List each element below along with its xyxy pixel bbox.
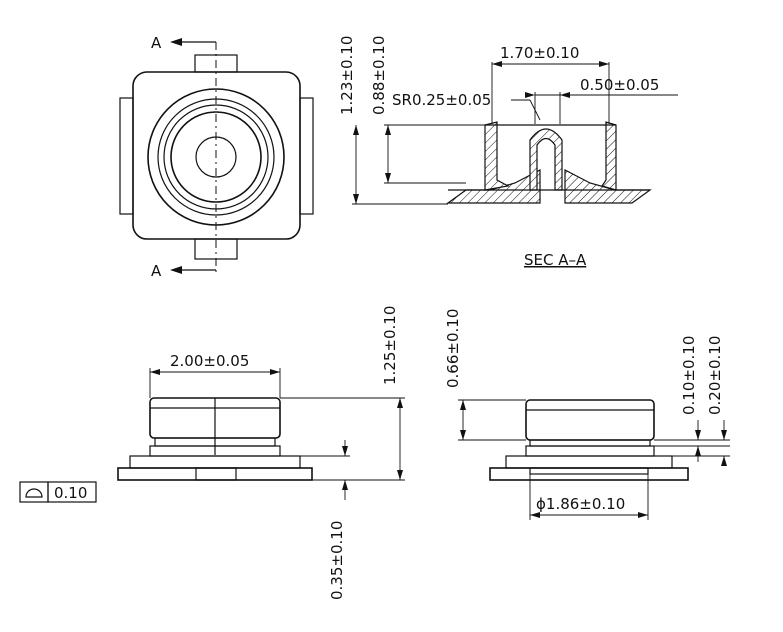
dim-overall-height-section: 1.23±0.10 [338,36,356,115]
flatness-tolerance-frame: 0.10 [19,481,97,503]
dim-step-small-side: 0.10±0.10 [680,336,698,415]
front-view: 2.00±0.05 1.25±0.10 0.35±0.10 0.10 [19,306,405,600]
dim-base-diameter-side: ϕ1.86±0.10 [536,495,625,513]
dim-bend-radius: SR0.25±0.05 [392,91,491,109]
section-arrow-label-bottom: A [151,262,162,280]
dim-step-large-side: 0.20±0.10 [706,336,724,415]
section-arrow-label-top: A [151,34,162,52]
section-view: 1.70±0.10 0.50±0.05 SR0.25±0.05 1.23±0.1… [338,36,678,269]
dim-wall-width: 0.50±0.05 [580,76,659,94]
side-view: 0.66±0.10 0.10±0.10 0.20±0.10 ϕ1.86±0.10 [444,309,730,520]
section-caption: SEC A–A [524,251,587,269]
dim-overall-height-front: 1.25±0.10 [381,306,399,385]
flatness-value: 0.10 [54,484,87,502]
flatness-symbol-icon [25,488,43,498]
dim-inner-height-section: 0.88±0.10 [370,36,388,115]
dim-body-width-front: 2.00±0.05 [170,352,249,370]
dim-base-height-front: 0.35±0.10 [328,521,346,600]
dim-cap-height-side: 0.66±0.10 [444,309,462,388]
top-view: A A [119,34,314,280]
dim-inner-width: 1.70±0.10 [500,44,579,62]
